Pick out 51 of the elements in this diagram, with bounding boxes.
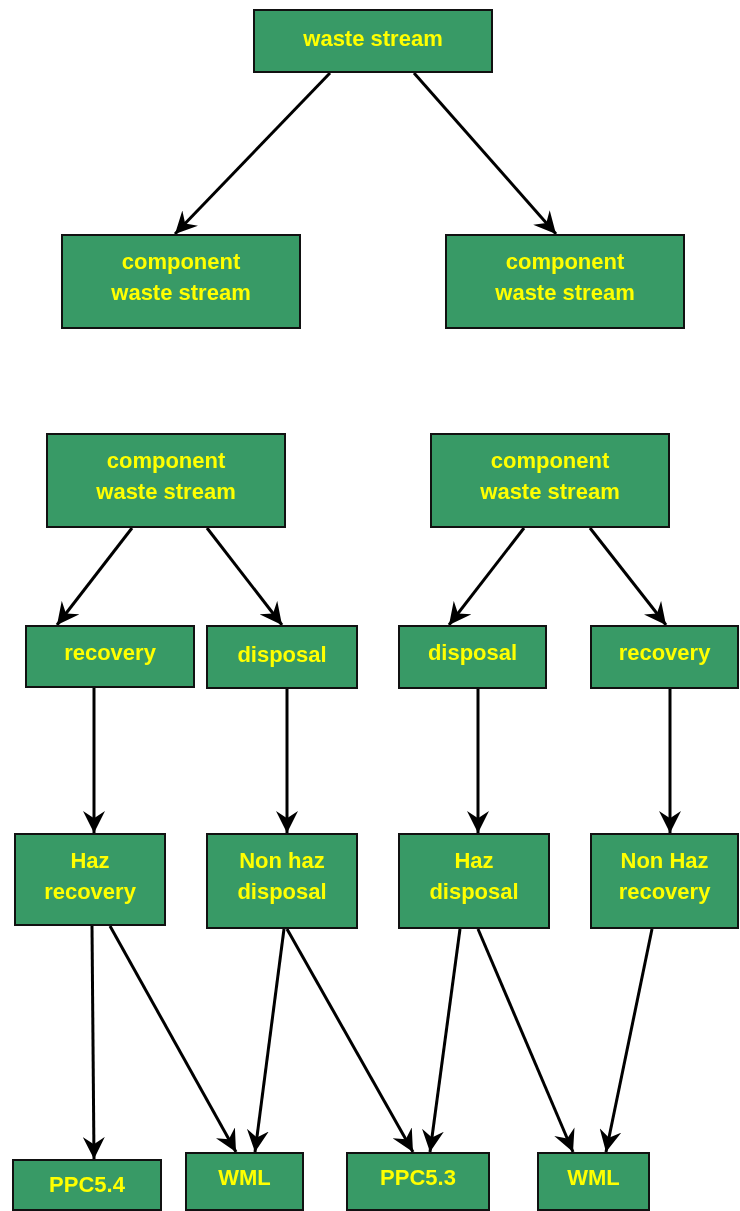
- arrow: [276, 689, 298, 833]
- process-box: [398, 833, 550, 929]
- node-label: Haz disposal: [428, 847, 520, 906]
- arrow: [205, 527, 284, 626]
- node-label: disposal: [427, 639, 518, 667]
- node-label: recovery: [618, 639, 711, 667]
- node-label: WML: [218, 1164, 271, 1192]
- node-label: PPC5.3: [380, 1164, 456, 1192]
- process-box: [537, 1152, 650, 1211]
- process-box: [590, 833, 739, 929]
- node-label: disposal: [237, 641, 327, 669]
- process-box: [346, 1152, 490, 1211]
- node-label: WML: [567, 1164, 620, 1192]
- process-box: [430, 433, 670, 528]
- arrow: [285, 928, 415, 1153]
- arrow: [447, 527, 526, 626]
- process-box: [590, 625, 739, 689]
- process-box: [61, 234, 301, 329]
- node-label: PPC5.4: [49, 1171, 125, 1199]
- node-label: Non haz disposal: [236, 847, 328, 906]
- arrow: [108, 925, 238, 1153]
- arrow: [412, 72, 558, 235]
- process-box: [14, 833, 166, 926]
- node-label: component waste stream: [95, 447, 237, 506]
- node-label: Haz recovery: [43, 847, 137, 906]
- arrow: [82, 926, 105, 1159]
- arrow: [467, 689, 489, 833]
- node-label: Non Haz recovery: [617, 847, 712, 906]
- arrow: [173, 71, 332, 236]
- process-box: [398, 625, 547, 689]
- process-box: [12, 1159, 162, 1211]
- process-box: [206, 833, 358, 929]
- process-box: [46, 433, 286, 528]
- arrow: [246, 928, 286, 1153]
- process-box: [185, 1152, 304, 1211]
- arrow: [83, 688, 105, 833]
- process-box: [206, 625, 358, 689]
- node-label: component waste stream: [494, 248, 636, 307]
- arrow: [422, 928, 462, 1153]
- arrow: [55, 527, 134, 626]
- arrow: [476, 928, 575, 1153]
- node-label: component waste stream: [479, 447, 621, 506]
- arrow: [588, 527, 668, 626]
- node-label: waste stream: [303, 25, 443, 53]
- arrow: [599, 928, 654, 1153]
- process-box: [253, 9, 493, 73]
- arrow: [659, 689, 681, 833]
- process-box: [445, 234, 685, 329]
- node-label: recovery: [64, 639, 156, 667]
- node-label: component waste stream: [110, 248, 252, 307]
- process-box: [25, 625, 195, 688]
